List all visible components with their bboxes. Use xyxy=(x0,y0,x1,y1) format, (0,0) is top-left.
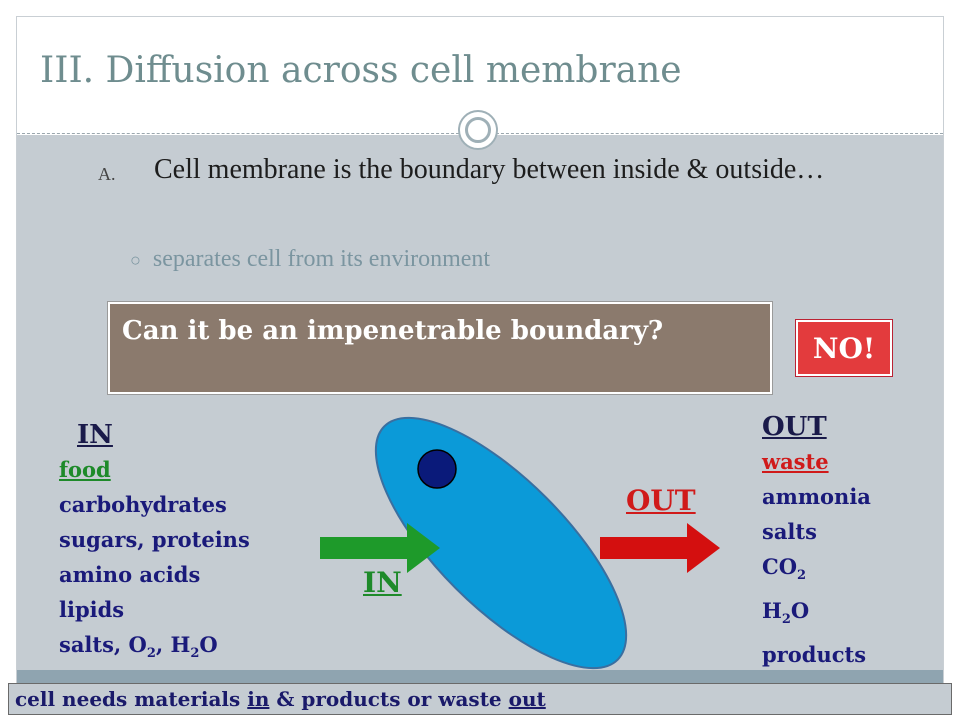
slide-title: III. Diffusion across cell membrane xyxy=(40,50,682,91)
out-item-salts: salts xyxy=(762,519,817,544)
answer-box: NO! xyxy=(795,319,893,377)
in-list-heading: IN xyxy=(77,420,113,450)
out-arrow-icon xyxy=(600,523,720,573)
out-item-co2: CO2 xyxy=(762,554,807,584)
in-item-salts-o2-h2o: salts, O2, H2O xyxy=(59,632,218,662)
out-item-h2o: H2O xyxy=(762,598,810,628)
nucleus xyxy=(417,449,457,489)
footer-out-word: out xyxy=(508,687,546,711)
out-list: OUT waste ammonia salts CO2 H2O products xyxy=(762,412,871,672)
sub-bullet-text: separates cell from its environment xyxy=(152,246,491,272)
out-item-ammonia: ammonia xyxy=(762,484,871,509)
cell-ellipse xyxy=(374,416,628,670)
bullet-a-marker: A. xyxy=(98,164,116,184)
in-item-carbohydrates: carbohydrates xyxy=(59,492,227,517)
in-item-food: food xyxy=(59,457,111,482)
circle-bullet-icon: ○ xyxy=(130,250,141,270)
out-arrow-label: OUT xyxy=(626,484,696,517)
in-arrow-label: IN xyxy=(363,566,402,599)
bullet-a-text: Cell membrane is the boundary between in… xyxy=(154,154,825,185)
out-item-waste: waste xyxy=(762,449,829,474)
in-arrow-icon xyxy=(320,523,440,573)
footer-summary: cell needs materials in & products or wa… xyxy=(8,683,952,715)
question-box: Can it be an impenetrable boundary? xyxy=(107,301,773,395)
in-item-lipids: lipids xyxy=(59,597,125,622)
sub-bullet: ○ separates cell from its environment xyxy=(130,246,490,273)
in-item-sugars-proteins: sugars, proteins xyxy=(59,527,250,552)
in-list: IN food carbohydrates sugars, proteins a… xyxy=(59,420,250,671)
out-item-products: products xyxy=(762,642,867,668)
bottom-band xyxy=(17,670,943,686)
cell-diagram xyxy=(320,416,720,670)
in-item-amino-acids: amino acids xyxy=(59,562,201,587)
divider-circle-ornament xyxy=(458,110,498,150)
out-list-heading: OUT xyxy=(762,412,827,442)
footer-in-word: in xyxy=(247,687,270,711)
